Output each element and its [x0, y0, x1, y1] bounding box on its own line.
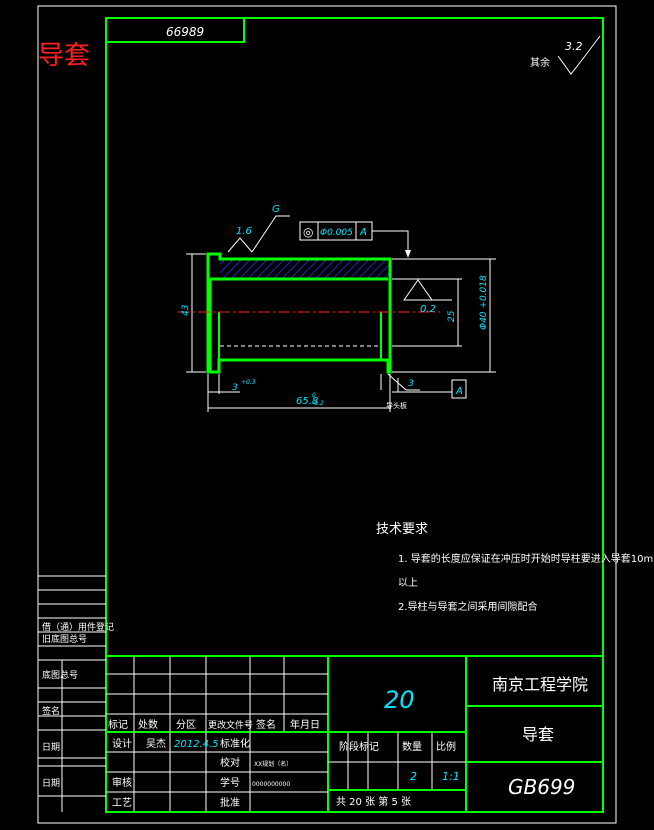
header-cell-3: 分区	[176, 719, 196, 731]
dim-bore-text: 25	[447, 310, 457, 322]
standard-label: 标准化	[220, 737, 250, 750]
datum-label: A	[455, 386, 463, 397]
tech-req-item-2: 以上	[398, 577, 418, 589]
datum-note: 导头板	[386, 401, 407, 410]
dim-shoulder-lines	[208, 374, 240, 394]
roughness-other-value: 3.2	[565, 40, 583, 53]
roughness-bore-value: 0.2	[420, 304, 436, 315]
header-cell-2: 处数	[138, 718, 158, 731]
part-title: 导套	[38, 41, 90, 71]
section-hatch	[220, 259, 390, 279]
dim-length-lines	[207, 374, 391, 412]
process-label: 工艺	[112, 797, 132, 809]
left-row-2: 旧底图总号	[42, 633, 87, 645]
design-date: 2012.4.5	[174, 739, 219, 750]
stage-label: 阶段标记	[339, 740, 379, 753]
weight-label: 数量	[402, 740, 422, 753]
left-row-5: 日期	[42, 742, 60, 753]
roughness-top-value: 1.6	[236, 226, 252, 237]
header-cell-5: 签名	[256, 718, 276, 731]
drawing-no: GB699	[508, 775, 575, 799]
check-label: 校对	[220, 756, 240, 769]
gtol-value: Φ0.005	[320, 228, 353, 238]
inner-frame	[105, 17, 604, 813]
header-cell-4: 更改文件号	[208, 719, 253, 731]
school-name: 南京工程学院	[492, 675, 588, 694]
datum-leader	[392, 378, 404, 393]
tech-req-heading: 技术要求	[376, 522, 428, 537]
dim-left-text: 43	[181, 304, 191, 316]
code-box-text: 66989	[166, 25, 204, 39]
title-block-grid	[106, 656, 466, 812]
review-label: 审核	[112, 776, 132, 789]
part-outline	[206, 252, 392, 374]
gtol-symbol: ◎	[303, 225, 313, 239]
design-label: 设计	[112, 737, 132, 750]
tech-req-item-1: 1. 导套的长度应保证在冲压时开始时导柱要进入导套10mm	[398, 552, 654, 565]
header-cell-1: 标记	[108, 719, 128, 731]
gtol-arrow-icon	[405, 250, 411, 258]
dim-length-text: 65.8	[296, 396, 318, 407]
roughness-other-icon	[557, 35, 601, 75]
header-cell-6: 年月日	[290, 718, 320, 731]
scale-label: 比例	[436, 740, 456, 753]
left-row-4: 签名	[42, 705, 60, 717]
designer: 吴杰	[146, 738, 166, 750]
left-column-grid	[38, 575, 106, 812]
dim-length-tol-up: 0	[312, 392, 316, 399]
left-row-3: 底图总号	[42, 669, 78, 681]
title-block-frame	[106, 655, 603, 812]
dim-outer-lines	[392, 258, 496, 373]
check-value: XX规划（名）	[254, 760, 292, 768]
gtol-datum: A	[359, 227, 367, 238]
dim-shoulder-tol: +0.3	[241, 379, 256, 386]
roughness-bore-icon	[403, 279, 452, 301]
left-row-6: 日期	[42, 778, 60, 789]
dim-groove-lines	[380, 373, 420, 391]
code-label: 学号	[220, 776, 240, 789]
roughness-top-icon	[227, 215, 290, 253]
code-box	[105, 17, 245, 43]
datum-box	[451, 379, 467, 399]
material: 20	[384, 686, 415, 714]
dim-length-tol-low: -0.2	[312, 400, 324, 407]
outer-border	[37, 5, 617, 824]
leader-letter: G	[272, 204, 280, 215]
tech-req-item-3: 2.导柱与导套之间采用间隙配合	[398, 600, 538, 613]
quantity: 2	[410, 770, 417, 783]
dim-left-lines	[186, 253, 206, 373]
roughness-other-label: 其余	[530, 56, 550, 69]
sheet-text: 共 20 张 第 5 张	[336, 795, 411, 808]
dim-outer-text: Φ40 +0.018	[479, 275, 489, 330]
approve-label: 批准	[220, 796, 240, 809]
dim-shoulder-text: 3	[232, 383, 238, 393]
scale: 1:1	[442, 770, 460, 783]
left-row-1: 借（通）用件登记	[42, 621, 114, 633]
drawing-name: 导套	[522, 725, 554, 744]
gtol-leader	[372, 230, 409, 256]
groove-lines	[218, 312, 382, 360]
code-value: 0000000000	[252, 781, 290, 788]
dim-bore-lines	[392, 278, 462, 347]
dim-groove-text: 3	[408, 379, 414, 389]
